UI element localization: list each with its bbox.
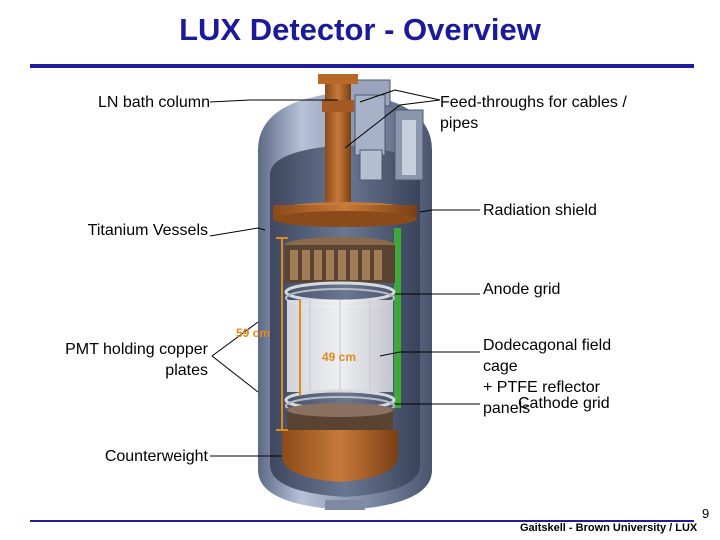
footer-credit: Gaitskell - Brown University / LUX [520,522,698,534]
label-field-cage-line4: panels [483,400,531,417]
callout-lines [209,89,480,457]
title-underline-accent [30,66,50,68]
label-field-cage-line2: cage [483,358,518,375]
side-rod [394,228,401,408]
label-pmt-line1: PMT holding copper [65,341,208,358]
dimension-label-59cm: 59 cm [236,326,271,340]
title-underline [30,64,694,68]
label-field-cage-line3: + PTFE reflector [483,379,600,396]
slide-title: LUX Detector - Overview [179,12,541,47]
label-feedthroughs-line2: pipes [440,115,479,132]
field-cage [287,300,393,392]
label-feedthroughs-line1: Feed-throughs for cables / [440,94,627,111]
label-counterweight: Counterweight [104,448,208,465]
footer-rule [30,520,694,522]
label-anode-grid: Anode grid [483,281,561,298]
label-field-cage-line1: Dodecagonal field [483,337,612,354]
label-pmt-line2: plates [165,362,208,379]
page-number: 9 [702,506,710,521]
label-cathode-grid: Cathode grid [518,395,610,412]
label-titanium-vessels: Titanium Vessels [87,222,208,239]
radiation-shield [273,202,417,227]
bottom-pmt-array [287,403,393,430]
dimension-59cm [276,237,288,431]
label-radiation-shield: Radiation shield [483,202,597,219]
dimension-label-49cm: 49 cm [322,350,357,364]
feedthroughs [349,79,424,181]
counterweight [282,430,398,482]
vessel-foot [325,500,365,510]
top-pmt-array [285,237,395,283]
label-ln-bath-column: LN bath column [97,94,210,111]
